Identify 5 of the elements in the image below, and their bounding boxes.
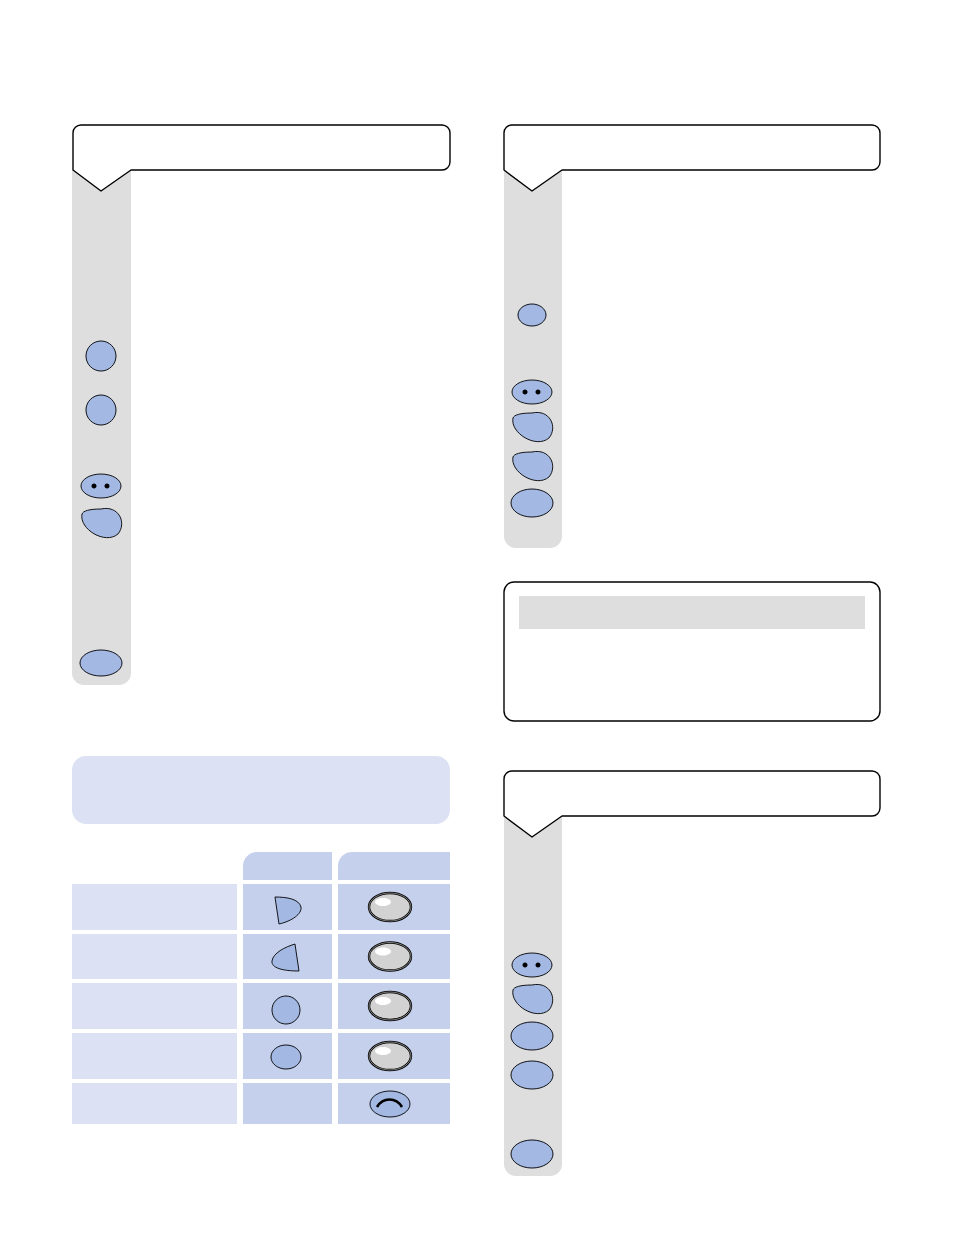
callout-box <box>503 770 881 838</box>
callout-box <box>72 124 451 192</box>
note-box <box>503 581 881 722</box>
callout-box <box>503 124 881 192</box>
banner-panel <box>72 756 450 824</box>
